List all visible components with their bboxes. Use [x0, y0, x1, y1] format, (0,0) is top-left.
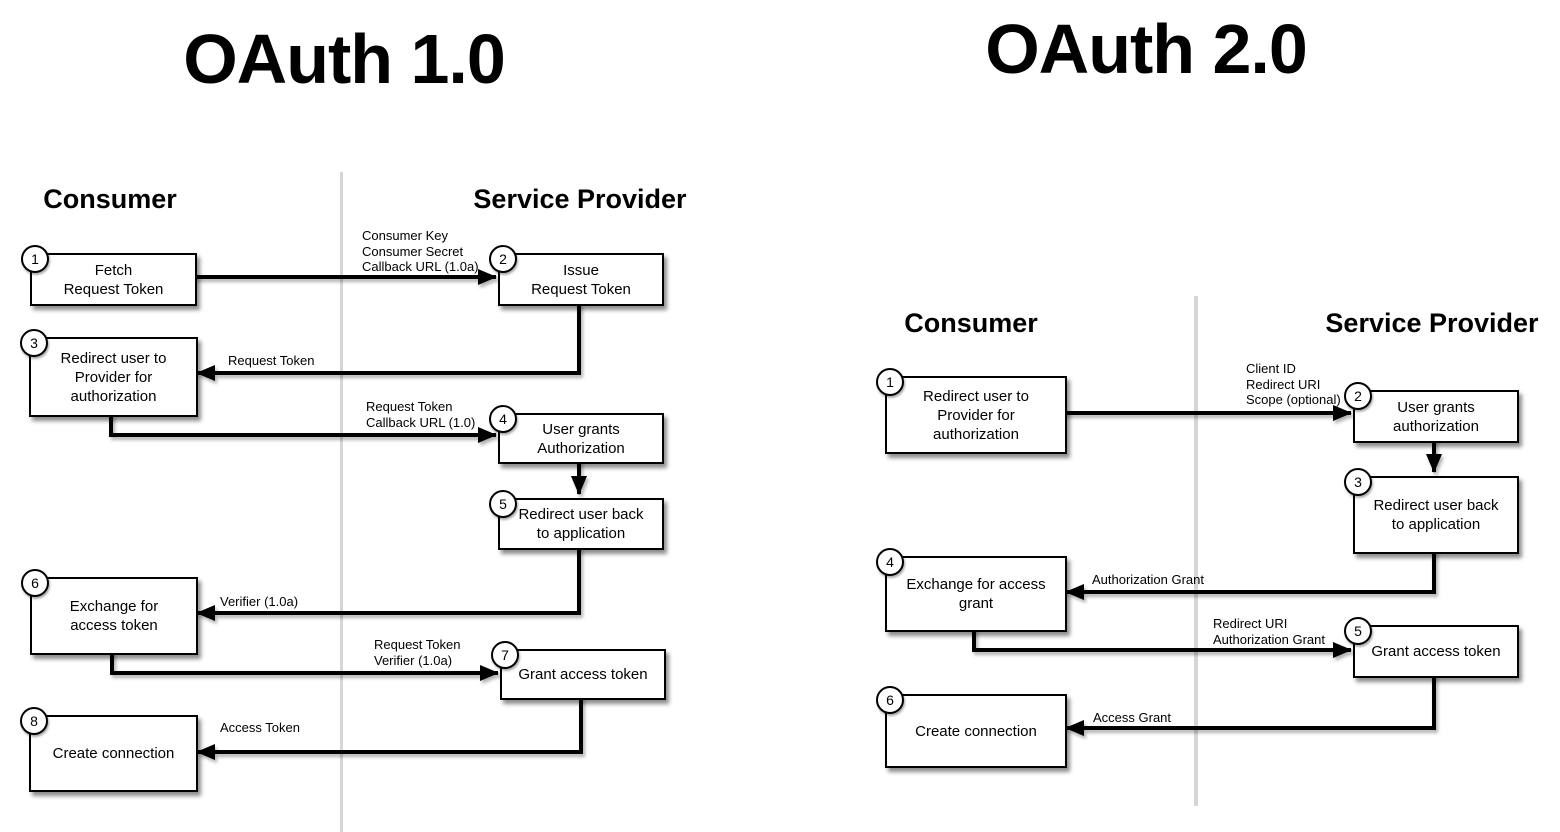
oauth1-step-8-label: Create connection: [52, 745, 175, 762]
oauth2-step-6-badge: 6: [876, 686, 904, 714]
oauth1-arrow-label-request-token-callback: Request Token Callback URL (1.0): [366, 399, 476, 430]
oauth1-lane-divider: [340, 172, 343, 832]
oauth1-step-box-redirect-user-to-provider: 3 Redirect user to Provider for authoriz…: [20, 329, 198, 417]
oauth1-arrow-label-verifier: Verifier (1.0a): [220, 594, 299, 609]
oauth1-arrow-label-request-token-verifier: Request Token Verifier (1.0a): [374, 637, 461, 668]
oauth2-consumer-lane-header: Consumer: [904, 308, 1038, 338]
oauth2-step-box-create-connection: 6 Create connection: [876, 686, 1067, 768]
oauth1-step-4-label: User grants Authorization: [537, 420, 625, 457]
oauth1-step-5-badge: 5: [489, 490, 517, 518]
oauth1-arrow-7-8: [196, 696, 583, 760]
oauth2-step-3-badge: 3: [1344, 468, 1372, 496]
oauth1-step-box-exchange-for-access-token: 6 Exchange for access token: [21, 569, 198, 655]
oauth1-step-6-label: Exchange for access token: [69, 598, 159, 634]
oauth2-step-1-label: Redirect user to Provider for authorizat…: [923, 387, 1029, 443]
oauth1-arrow-3-4: [109, 413, 497, 443]
oauth2-step-2-label: User grants authorization: [1393, 398, 1479, 435]
oauth1-step-4-badge: 4: [489, 405, 517, 433]
oauth1-step-1-label: Fetch Request Token: [63, 261, 164, 298]
oauth1-step-box-redirect-user-back: 5 Redirect user back to application: [489, 490, 664, 550]
oauth2-step-box-grant-access-token: 5 Grant access token: [1344, 617, 1519, 678]
oauth1-step-box-grant-access-token: 7 Grant access token: [491, 641, 666, 700]
oauth1-step-box-create-connection: 8 Create connection: [20, 707, 198, 792]
oauth2-step-box-redirect-user-back: 3 Redirect user back to application: [1344, 468, 1519, 554]
oauth2-step-3-label: Redirect user back to application: [1373, 497, 1499, 533]
oauth2-step-5-badge: 5: [1344, 617, 1372, 645]
oauth1-arrow-label-request-token: Request Token: [228, 353, 315, 368]
oauth2-arrow-label-client-id: Client ID Redirect URI Scope (optional): [1246, 361, 1341, 407]
oauth2-arrow-label-authorization-grant: Authorization Grant: [1092, 572, 1205, 587]
oauth2-arrow-label-access-grant: Access Grant: [1093, 710, 1172, 725]
oauth2-arrow-5-6: [1065, 674, 1436, 736]
oauth2-arrow-label-redirect-uri-authorization-grant: Redirect URI Authorization Grant: [1213, 616, 1326, 647]
oauth1-step-7-badge: 7: [491, 641, 519, 669]
oauth2-step-4-badge: 4: [876, 548, 904, 576]
oauth2-step-box-user-grants-authorization: 2 User grants authorization: [1344, 382, 1519, 443]
oauth1-step-5-label: Redirect user back to application: [518, 506, 644, 542]
oauth1-arrow-6-7: [110, 651, 499, 681]
oauth2-title: OAuth 2.0: [985, 10, 1308, 88]
oauth1-service-provider-lane-header: Service Provider: [473, 184, 687, 214]
oauth1-step-6-badge: 6: [21, 569, 49, 597]
oauth1-step-3-badge: 3: [20, 329, 48, 357]
oauth1-step-7-label: Grant access token: [518, 666, 648, 683]
oauth1-arrow-label-consumer-key: Consumer Key Consumer Secret Callback UR…: [362, 228, 479, 274]
oauth1-arrow-label-access-token: Access Token: [220, 720, 300, 735]
oauth2-step-box-redirect-user-to-provider: 1 Redirect user to Provider for authoriz…: [876, 368, 1067, 454]
oauth2-step-1-badge: 1: [876, 368, 904, 396]
oauth2-step-box-exchange-for-access-grant: 4 Exchange for access grant: [876, 548, 1067, 632]
oauth1-arrow-2-3: [196, 302, 581, 381]
oauth1-title: OAuth 1.0: [183, 20, 506, 98]
oauth1-arrow-5-6: [196, 546, 581, 621]
oauth1-step-1-badge: 1: [21, 245, 49, 273]
oauth2-arrow-4-5: [972, 628, 1352, 658]
oauth1-consumer-lane-header: Consumer: [43, 184, 177, 214]
oauth2-step-6-label: Create connection: [915, 722, 1037, 740]
oauth1-step-box-fetch-request-token: 1 Fetch Request Token: [21, 245, 197, 306]
oauth2-lane-divider: [1194, 296, 1198, 806]
oauth1-step-2-label: Issue Request Token: [531, 261, 631, 298]
oauth2-step-4-label: Exchange for access grant: [906, 576, 1046, 612]
oauth2-arrow-3-4: [1065, 550, 1436, 600]
oauth2-step-5-label: Grant access token: [1371, 643, 1501, 660]
oauth1-step-2-badge: 2: [489, 245, 517, 273]
oauth1-step-box-user-grants-authorization: 4 User grants Authorization: [489, 405, 664, 464]
oauth2-service-provider-lane-header: Service Provider: [1325, 308, 1539, 338]
oauth1-step-8-badge: 8: [20, 707, 48, 735]
oauth1-step-box-issue-request-token: 2 Issue Request Token: [489, 245, 664, 306]
oauth2-step-2-badge: 2: [1344, 382, 1372, 410]
oauth1-step-3-label: Redirect user to Provider for authorizat…: [60, 349, 167, 405]
